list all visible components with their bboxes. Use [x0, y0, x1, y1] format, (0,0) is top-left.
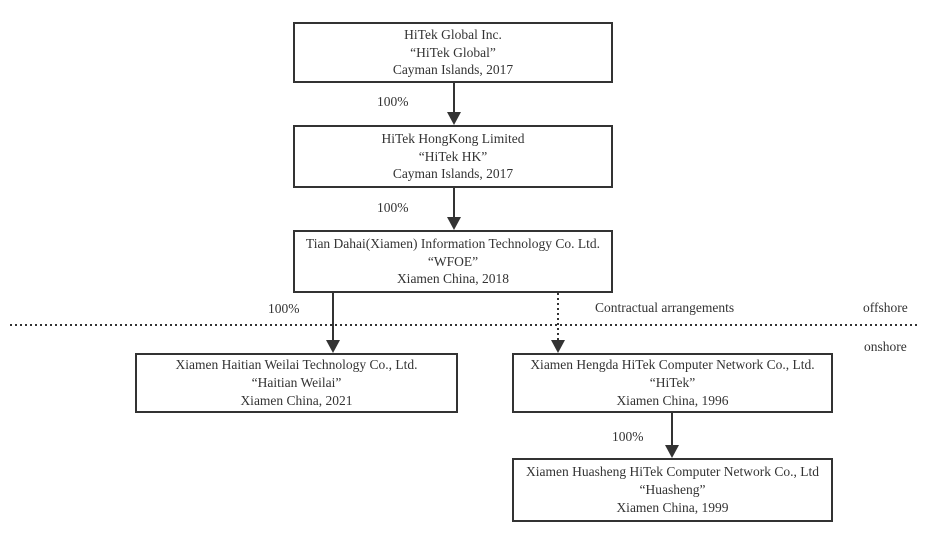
entity-short-name: “Huasheng”	[639, 482, 706, 498]
arrow-global-to-hk	[447, 83, 461, 125]
entity-name: Tian Dahai(Xiamen) Information Technolog…	[305, 235, 601, 251]
arrow-hengda-to-huasheng	[665, 413, 679, 458]
entity-short-name: “HiTek”	[649, 375, 696, 391]
entity-jurisdiction: Xiamen China, 2018	[396, 271, 510, 287]
ownership-label-hengda-to-huasheng: 100%	[612, 429, 644, 444]
entity-short-name: “WFOE”	[427, 253, 479, 269]
entity-jurisdiction: Xiamen China, 2021	[240, 392, 353, 408]
entity-short-name: “HiTek Global”	[410, 44, 496, 60]
entity-short-name: “Haitian Weilai”	[251, 375, 342, 391]
entity-box-hitek-global: HiTek Global Inc. “HiTek Global” Cayman …	[293, 22, 613, 83]
ownership-label-wfoe-to-haitian: 100%	[268, 301, 300, 316]
entity-short-name: “HiTek HK”	[418, 148, 488, 164]
entity-name: HiTek HongKong Limited	[381, 130, 525, 146]
entity-box-hitek-hk: HiTek HongKong Limited “HiTek HK” Cayman…	[293, 125, 613, 188]
arrow-wfoe-to-hengda-dotted	[551, 293, 565, 353]
entity-name: Xiamen Hengda HiTek Computer Network Co.…	[530, 357, 815, 373]
entity-box-huasheng: Xiamen Huasheng HiTek Computer Network C…	[512, 458, 833, 522]
entity-box-haitian-weilai: Xiamen Haitian Weilai Technology Co., Lt…	[135, 353, 458, 413]
ownership-label-hk-to-wfoe: 100%	[377, 200, 409, 215]
arrow-hk-to-wfoe	[447, 188, 461, 230]
arrow-wfoe-to-haitian	[326, 293, 340, 353]
entity-jurisdiction: Xiamen China, 1999	[616, 499, 729, 515]
entity-name: Xiamen Huasheng HiTek Computer Network C…	[526, 464, 819, 480]
contractual-arrangements-label: Contractual arrangements	[595, 300, 735, 315]
entity-name: HiTek Global Inc.	[404, 26, 502, 42]
entity-box-hengda: Xiamen Hengda HiTek Computer Network Co.…	[512, 353, 833, 413]
entity-name: Xiamen Haitian Weilai Technology Co., Lt…	[175, 357, 418, 373]
entity-jurisdiction: Cayman Islands, 2017	[392, 62, 514, 78]
entity-jurisdiction: Xiamen China, 1996	[616, 392, 729, 408]
onshore-label: onshore	[864, 339, 907, 354]
entity-jurisdiction: Cayman Islands, 2017	[392, 166, 514, 182]
ownership-label-global-to-hk: 100%	[377, 94, 409, 109]
entity-box-wfoe: Tian Dahai(Xiamen) Information Technolog…	[293, 230, 613, 293]
offshore-label: offshore	[863, 300, 908, 315]
